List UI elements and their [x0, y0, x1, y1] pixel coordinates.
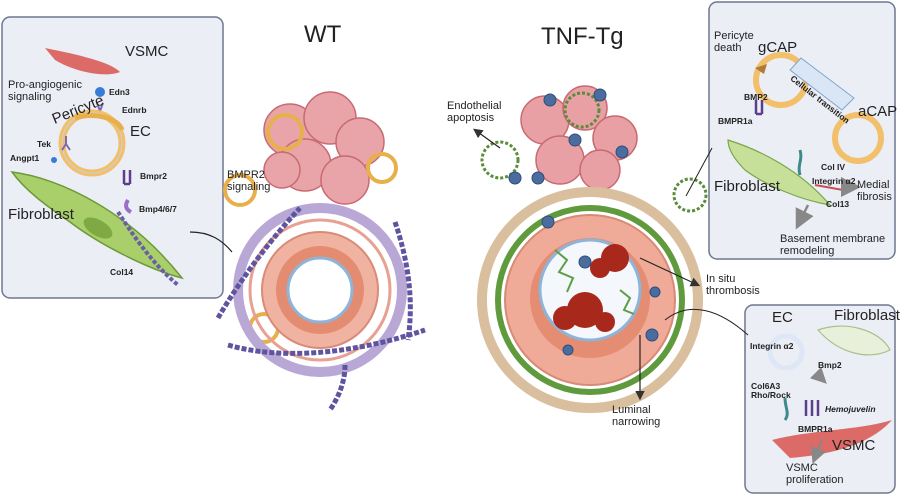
label-col-iv: Col IV: [821, 162, 846, 172]
tek-receptor: [61, 136, 71, 151]
label-pericyte-death: Pericyte death: [714, 30, 754, 54]
left-panel-frame: [1, 16, 224, 299]
label-bmpr1a-br: BMPR1a: [798, 424, 833, 434]
fibroblast-cell-tr: [727, 139, 832, 206]
label-angpt1: Angpt1: [10, 153, 40, 163]
label-integrin-tr: Integrin α2: [812, 176, 856, 186]
acap-ring: [832, 112, 884, 164]
col14-fiber: [116, 210, 180, 287]
label-fibroblast-left: Fibroblast: [8, 206, 74, 223]
fibroblast-cell-br: [816, 325, 891, 356]
bmpr2-receptor: [122, 170, 132, 186]
label-ec-left: EC: [130, 123, 151, 140]
bmpr1a-receptor-tr: [754, 100, 764, 116]
bmp-ligand: [124, 198, 133, 214]
label-tek: Tek: [37, 139, 52, 149]
vsmc-cell-br: [772, 420, 892, 458]
label-hemojuvelin: Hemojuvelin: [825, 404, 876, 414]
edn3-ligand: [95, 87, 105, 97]
pericyte-cell: [74, 113, 125, 132]
label-col13: Col13: [826, 199, 850, 209]
label-vsmc-proliferation: VSMC proliferation: [786, 462, 844, 486]
thrombus: [553, 244, 629, 332]
cellular-transition-arrow: [789, 57, 855, 111]
label-endothelial-apoptosis: Endothelial apoptosis: [447, 100, 502, 124]
label-pro-angiogenic: Pro-angiogenic signaling: [8, 79, 82, 103]
bmpr1a-receptor-br: [804, 400, 820, 416]
label-bmp2-br: Bmp2: [818, 360, 842, 370]
label-gcap: gCAP: [758, 39, 798, 56]
label-ednrb: Ednrb: [122, 105, 147, 115]
label-ec-br: EC: [772, 309, 793, 326]
label-vsmc-br: VSMC: [832, 437, 876, 454]
label-fibroblast-tr: Fibroblast: [714, 178, 780, 195]
label-bm-remodeling: Basement membrane remodeling: [780, 233, 886, 257]
label-col14: Col14: [110, 267, 134, 277]
label-bmp2-tr: BMP2: [744, 92, 768, 102]
ec-ring-br: [767, 333, 805, 371]
wt-vessel: [233, 203, 407, 377]
vsmc-cell-left: [45, 48, 120, 75]
title-wt: WT: [304, 21, 342, 48]
label-in-situ-thrombosis: In situ thrombosis: [706, 273, 760, 297]
label-luminal-narrowing: Luminal narrowing: [612, 404, 661, 428]
angpt1-ligand: [51, 157, 57, 163]
label-vsmc-left: VSMC: [125, 43, 169, 60]
label-edn3: Edn3: [109, 87, 130, 97]
pericyte-death-debris: [755, 64, 767, 74]
apoptotic-cells: [508, 88, 629, 185]
label-bmpr2-signaling: BMPR2 signaling: [227, 169, 271, 193]
label-medial-fibrosis: Medial fibrosis: [857, 179, 892, 203]
label-col6a3: Col6A3 Rho/Rock: [751, 381, 791, 400]
label-bmpr2: Bmpr2: [140, 171, 167, 181]
label-bmp: Bmp4/6/7: [139, 204, 177, 214]
col6a3-fiber: [783, 397, 789, 421]
title-tnf-tg: TNF-Tg: [541, 23, 624, 50]
label-acap: aCAP: [858, 103, 898, 120]
col-iv-fiber: [797, 149, 803, 176]
label-integrin-br: Integrin α2: [750, 341, 794, 351]
col13-fiber: [814, 184, 844, 191]
label-fibroblast-br: Fibroblast: [834, 307, 900, 324]
label-bmpr1a-tr: BMPR1a: [718, 116, 753, 126]
